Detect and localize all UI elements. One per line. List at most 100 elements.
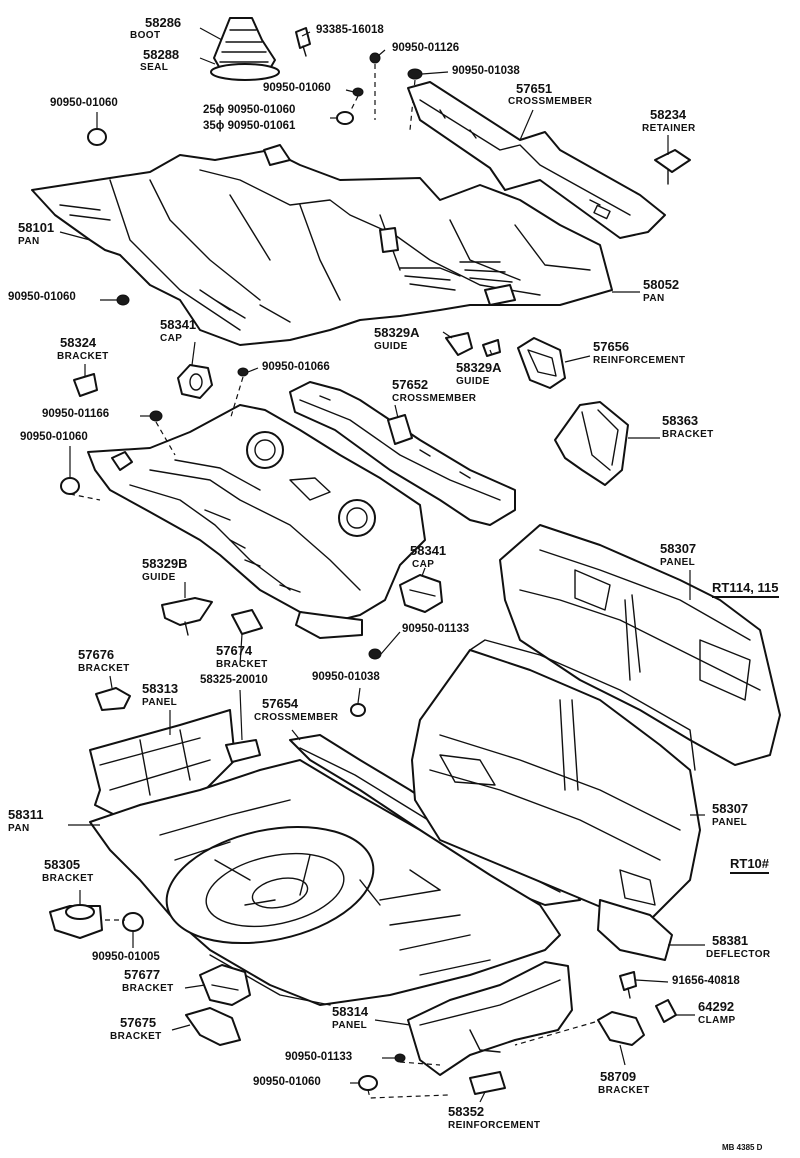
label-90950-01005: 90950-01005: [92, 951, 160, 963]
cap-58341-part: [177, 364, 213, 399]
clamp-64292-part: [655, 999, 677, 1023]
label-58101: 58101: [18, 220, 55, 235]
label-deflector: DEFLECTOR: [706, 949, 771, 960]
label-58329a-1: 58329A: [374, 325, 420, 340]
label-crossmember-57654: CROSSMEMBER: [254, 712, 339, 723]
label-rt10: RT10#: [730, 857, 770, 874]
plug-01133-b-part: [394, 1053, 406, 1063]
label-58709: 58709: [600, 1069, 637, 1084]
label-panel-58314: PANEL: [332, 1020, 368, 1031]
plug-01038-mid-part: [350, 703, 366, 717]
label-58341: 58341: [160, 317, 197, 332]
label-58324: 58324: [60, 335, 97, 350]
label-panel-58313: PANEL: [142, 697, 178, 708]
label-58311: 58311: [8, 807, 44, 822]
reinforcement-57656-part: [517, 337, 566, 389]
label-90950-01060-left: 90950-01060: [50, 97, 118, 109]
bracket-58709-part: [597, 1011, 645, 1046]
plug-01060-l2-part: [60, 477, 80, 495]
label-bracket-58709: BRACKET: [598, 1085, 650, 1096]
plug-35-part: [336, 111, 354, 125]
plug-01038-top-part: [407, 68, 423, 80]
label-64292: 64292: [698, 999, 735, 1014]
label-58313: 58313: [142, 681, 179, 696]
crossmember-57651-part: [407, 81, 666, 239]
label-90950-01126: 90950-01126: [392, 42, 460, 54]
label-57652: 57652: [392, 377, 429, 392]
label-pan-58052: PAN: [643, 293, 665, 304]
label-90950-01060-l2: 90950-01060: [20, 431, 88, 443]
bolt-91656-part: [619, 971, 637, 999]
label-58325-20010: 58325-20010: [200, 674, 268, 686]
label-91656-40818: 91656-40818: [672, 975, 740, 987]
label-crossmember-57652: CROSSMEMBER: [392, 393, 477, 404]
label-bracket-58305: BRACKET: [42, 873, 94, 884]
label-bracket-57674: BRACKET: [216, 659, 268, 670]
label-58381: 58381: [712, 933, 749, 948]
pan-58101-part: [31, 144, 613, 346]
label-panel-58307-a: PANEL: [660, 557, 696, 568]
plug-01060-mid-part: [116, 294, 130, 306]
label-bracket-57677: BRACKET: [122, 983, 174, 994]
crossmember-57652-part: [289, 381, 516, 526]
label-90950-01066: 90950-01066: [262, 361, 330, 373]
label-58314: 58314: [332, 1004, 369, 1019]
plug-01060-left-part: [87, 128, 107, 146]
label-90950-01038-mid: 90950-01038: [312, 671, 380, 683]
part-58325-20010-part: [225, 739, 261, 763]
rear-floor-pan-part: [87, 404, 426, 639]
label-58363: 58363: [662, 413, 699, 428]
plug-01060-top-part: [352, 87, 364, 97]
deflector-58381-part: [597, 899, 673, 961]
bracket-57676-part: [95, 687, 131, 711]
label-bracket-57676: BRACKET: [78, 663, 130, 674]
label-retainer: RETAINER: [642, 123, 696, 134]
label-bracket-57675: BRACKET: [110, 1031, 162, 1042]
plug-01066-part: [237, 367, 249, 377]
label-clamp: CLAMP: [698, 1015, 736, 1026]
bracket-58363-part: [554, 401, 629, 486]
cap-58341b-part: [399, 574, 443, 613]
label-57675: 57675: [120, 1015, 157, 1030]
pan-58311-part: [89, 759, 561, 1006]
label-panel-58307-b: PANEL: [712, 817, 748, 828]
label-58341b: 58341: [410, 543, 447, 558]
plug-01133-part: [368, 648, 382, 660]
label-guide-58329a-2: GUIDE: [456, 376, 490, 387]
reinforcement-58352-part: [469, 1071, 506, 1095]
label-pan-58311: PAN: [8, 823, 30, 834]
guide-58329b-part: [161, 597, 213, 636]
label-58329a-2: 58329A: [456, 360, 502, 375]
label-crossmember-57651: CROSSMEMBER: [508, 96, 593, 107]
label-58052: 58052: [643, 277, 680, 292]
label-90950-01133-b: 90950-01133: [285, 1051, 353, 1063]
label-bracket-58324: BRACKET: [57, 351, 109, 362]
label-58288: 58288: [143, 47, 180, 62]
label-57651: 57651: [516, 81, 553, 96]
label-58286: 58286: [145, 15, 182, 30]
panel-58307-upper-part: [499, 524, 781, 766]
label-90950-01166: 90950-01166: [42, 408, 110, 420]
panel-58307-lower-part: [411, 639, 701, 921]
label-57674: 57674: [216, 643, 253, 658]
label-guide-58329a-1: GUIDE: [374, 341, 408, 352]
label-seal: SEAL: [140, 62, 169, 73]
bracket-57674-part: [231, 609, 263, 635]
label-90950-01060-top: 90950-01060: [263, 82, 331, 94]
label-reinforcement-58352: REINFORCEMENT: [448, 1120, 541, 1131]
label-pan-58101: PAN: [18, 236, 40, 247]
label-58307-a: 58307: [660, 541, 697, 556]
label-58234: 58234: [650, 107, 687, 122]
bracket-58324-part: [73, 373, 98, 397]
label-58307-b: 58307: [712, 801, 749, 816]
retainer-58234-part: [654, 149, 691, 185]
label-rt114-115: RT114, 115: [712, 581, 779, 598]
label-90950-01038-top: 90950-01038: [452, 65, 520, 77]
label-90950-01060-mid: 90950-01060: [8, 291, 76, 303]
label-58329b: 58329B: [142, 556, 188, 571]
boot-seal-part: [210, 17, 280, 81]
label-bracket-58363: BRACKET: [662, 429, 714, 440]
label-reinforcement-57656: REINFORCEMENT: [593, 355, 686, 366]
label-93385-16018: 93385-16018: [316, 24, 384, 36]
